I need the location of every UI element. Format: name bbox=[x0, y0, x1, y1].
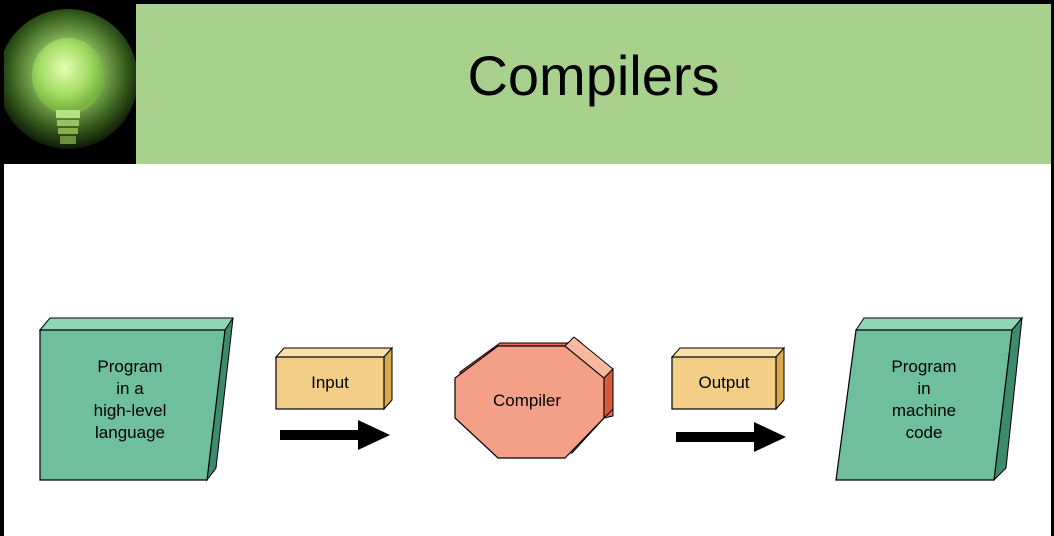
source-program-box: Program in a high-level language bbox=[38, 317, 234, 482]
target-line-1: Program bbox=[891, 357, 956, 376]
compiler-octagon: Compiler bbox=[454, 336, 614, 459]
output-arrow bbox=[676, 422, 786, 452]
source-line-3: high-level bbox=[94, 401, 167, 420]
slide-title: Compilers bbox=[467, 43, 720, 107]
input-box: Input bbox=[274, 346, 394, 411]
source-line-2: in a bbox=[116, 379, 144, 398]
target-program-box: Program in machine code bbox=[835, 316, 1024, 482]
input-label: Input bbox=[311, 373, 349, 392]
target-line-3: machine bbox=[892, 401, 956, 420]
lightbulb-icon bbox=[4, 4, 136, 164]
output-box: Output bbox=[670, 346, 786, 411]
target-line-4: code bbox=[906, 423, 943, 442]
output-label: Output bbox=[698, 373, 749, 392]
compiler-label: Compiler bbox=[493, 391, 561, 410]
target-line-2: in bbox=[917, 379, 930, 398]
input-arrow bbox=[280, 420, 390, 450]
source-line-1: Program bbox=[97, 357, 162, 376]
header-band bbox=[136, 4, 1051, 164]
source-line-4: language bbox=[95, 423, 165, 442]
